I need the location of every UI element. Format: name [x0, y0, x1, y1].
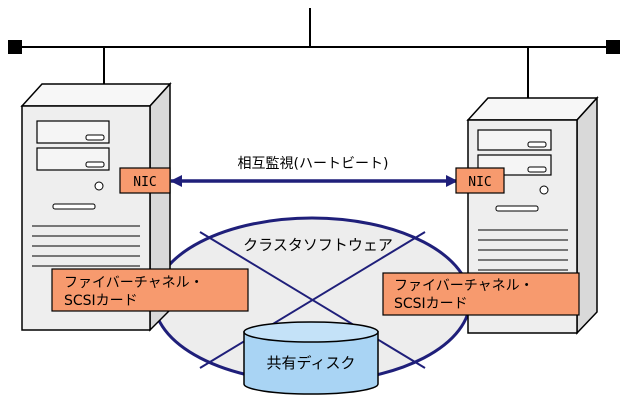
heartbeat-label: 相互監視(ハートビート) [238, 155, 389, 172]
network-bus [8, 8, 620, 99]
left-card-line2: SCSIカード [64, 293, 138, 309]
cluster-cross-line-2 [199, 231, 426, 369]
shared-disk: 共有ディスク [243, 321, 379, 395]
right-nic-box [455, 167, 505, 194]
left-server-vents [32, 225, 140, 267]
right-nic: NIC [455, 167, 505, 194]
shared-disk-body [243, 331, 379, 395]
left-nic-box [119, 167, 171, 194]
right-server-slot [495, 205, 539, 212]
heartbeat-link: 相互監視(ハートビート) [170, 155, 458, 187]
shared-disk-top [243, 321, 379, 343]
network-terminator-right [606, 40, 620, 54]
right-server-vents [478, 229, 568, 271]
right-fc-scsi-card-box [382, 272, 580, 316]
left-server-power-button [94, 181, 104, 191]
right-card-line2: SCSIカード [394, 296, 468, 312]
network-terminator-left [8, 40, 22, 54]
right-server-power-button [539, 185, 549, 195]
right-server-side [576, 96, 598, 335]
left-card-line1: ファイバーチャネル・ [64, 275, 204, 291]
right-card-line1: ファイバーチャネル・ [394, 278, 534, 294]
right-server-top [466, 97, 599, 121]
left-fc-scsi-card-box [51, 268, 249, 312]
right-nic-label: NIC [468, 175, 491, 190]
left-nic-label: NIC [133, 175, 156, 190]
left-nic: NIC [119, 167, 171, 194]
left-fc-scsi-card: ファイバーチャネル・ SCSIカード [51, 268, 249, 312]
shared-disk-label: 共有ディスク [267, 354, 356, 372]
left-server-top [20, 83, 172, 107]
cluster-software-label: クラスタソフトウェア [243, 236, 393, 254]
right-fc-scsi-card: ファイバーチャネル・ SCSIカード [382, 272, 580, 316]
left-server-slot [52, 203, 96, 210]
